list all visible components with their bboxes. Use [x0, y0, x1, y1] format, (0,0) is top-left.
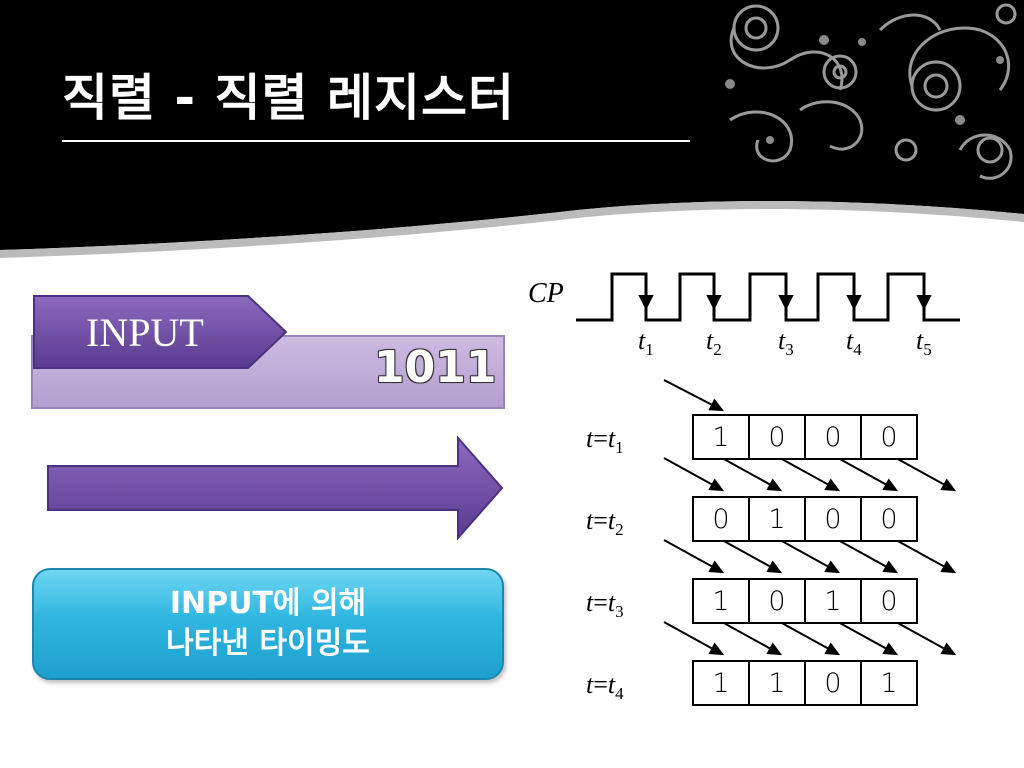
register-time-label: t=t2 [586, 506, 624, 539]
register-time-label: t=t3 [586, 588, 624, 621]
register-time-label: t=t1 [586, 424, 624, 457]
clock-tick-label: t3 [778, 326, 794, 359]
callout-line-2: 나타낸 타이밍도 [166, 626, 370, 661]
shift-arrowhead [766, 478, 783, 492]
clock-tick-label: t4 [846, 326, 862, 359]
shift-arrowhead [882, 642, 899, 656]
input-value: 1011 [374, 342, 497, 393]
ornament-swirls-icon [729, 3, 1017, 180]
register-bit-cell: 1 [804, 578, 862, 624]
shift-arrowhead [824, 560, 841, 574]
shift-arrowhead [708, 560, 725, 574]
register-bit-cell: 0 [860, 496, 918, 542]
clock-edge-arrows [638, 280, 932, 311]
shift-arrowhead [708, 642, 725, 656]
clock-tick-label: t2 [706, 326, 722, 359]
register-bit-cell: 0 [860, 414, 918, 460]
clock-tick-label: t5 [916, 326, 932, 359]
register-bit-cell: 1 [692, 578, 750, 624]
register-bit-cell: 1 [692, 660, 750, 706]
shift-direction-arrow [47, 435, 504, 541]
callout-line-1: INPUT에 의해 [169, 586, 367, 621]
shift-arrowhead [882, 478, 899, 492]
clock-label: CP [528, 278, 564, 309]
register-bit-cell: 1 [748, 660, 806, 706]
shift-arrowhead [940, 560, 957, 574]
header-swoosh [0, 200, 1024, 258]
register-time-label: t=t4 [586, 670, 624, 703]
register-bit-cell: 0 [860, 578, 918, 624]
register-bit-cell: 0 [748, 414, 806, 460]
register-bit-cell: 0 [748, 578, 806, 624]
shift-arrowhead [708, 398, 725, 412]
header-band [0, 0, 1024, 250]
shift-arrowhead [766, 642, 783, 656]
register-bit-cell: 1 [692, 414, 750, 460]
shift-arrowhead [708, 478, 725, 492]
shift-arrowhead [940, 642, 957, 656]
register-bit-cell: 0 [804, 414, 862, 460]
shift-arrowhead [882, 560, 899, 574]
timing-diagram-callout: INPUT에 의해 나타낸 타이밍도 [32, 568, 504, 680]
clock-tick-label: t1 [638, 326, 654, 359]
register-bit-cell: 0 [804, 660, 862, 706]
shift-arrowhead [824, 478, 841, 492]
shift-arrows [663, 379, 957, 656]
register-bit-cell: 0 [692, 496, 750, 542]
page-title: 직렬 - 직렬 레지스터 [62, 69, 515, 127]
shift-arrowhead [824, 642, 841, 656]
register-bit-cell: 0 [804, 496, 862, 542]
ornament-dots [725, 35, 1004, 144]
shift-arrowhead [766, 560, 783, 574]
input-tag-shape [33, 295, 288, 369]
register-bit-cell: 1 [748, 496, 806, 542]
title-underline [62, 140, 690, 142]
clock-waveform [576, 272, 960, 322]
input-label: INPUT [86, 309, 204, 355]
shift-arrowhead [940, 478, 957, 492]
register-bit-cell: 1 [860, 660, 918, 706]
